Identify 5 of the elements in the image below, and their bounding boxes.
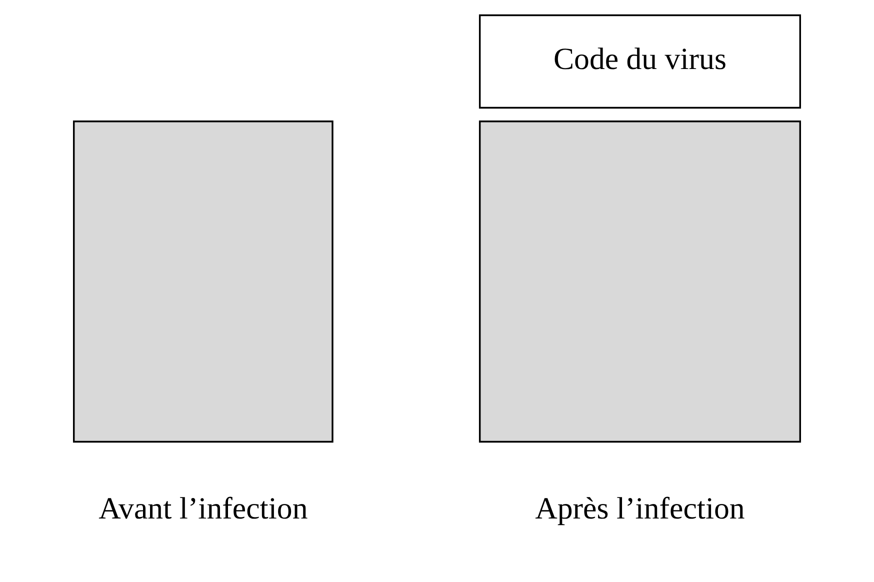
node-label: Après l’infection [535,492,745,526]
node-box: Code du virus [478,14,801,109]
node-box [73,120,334,443]
node-label: Avant l’infection [98,492,308,526]
node-box [478,120,801,443]
